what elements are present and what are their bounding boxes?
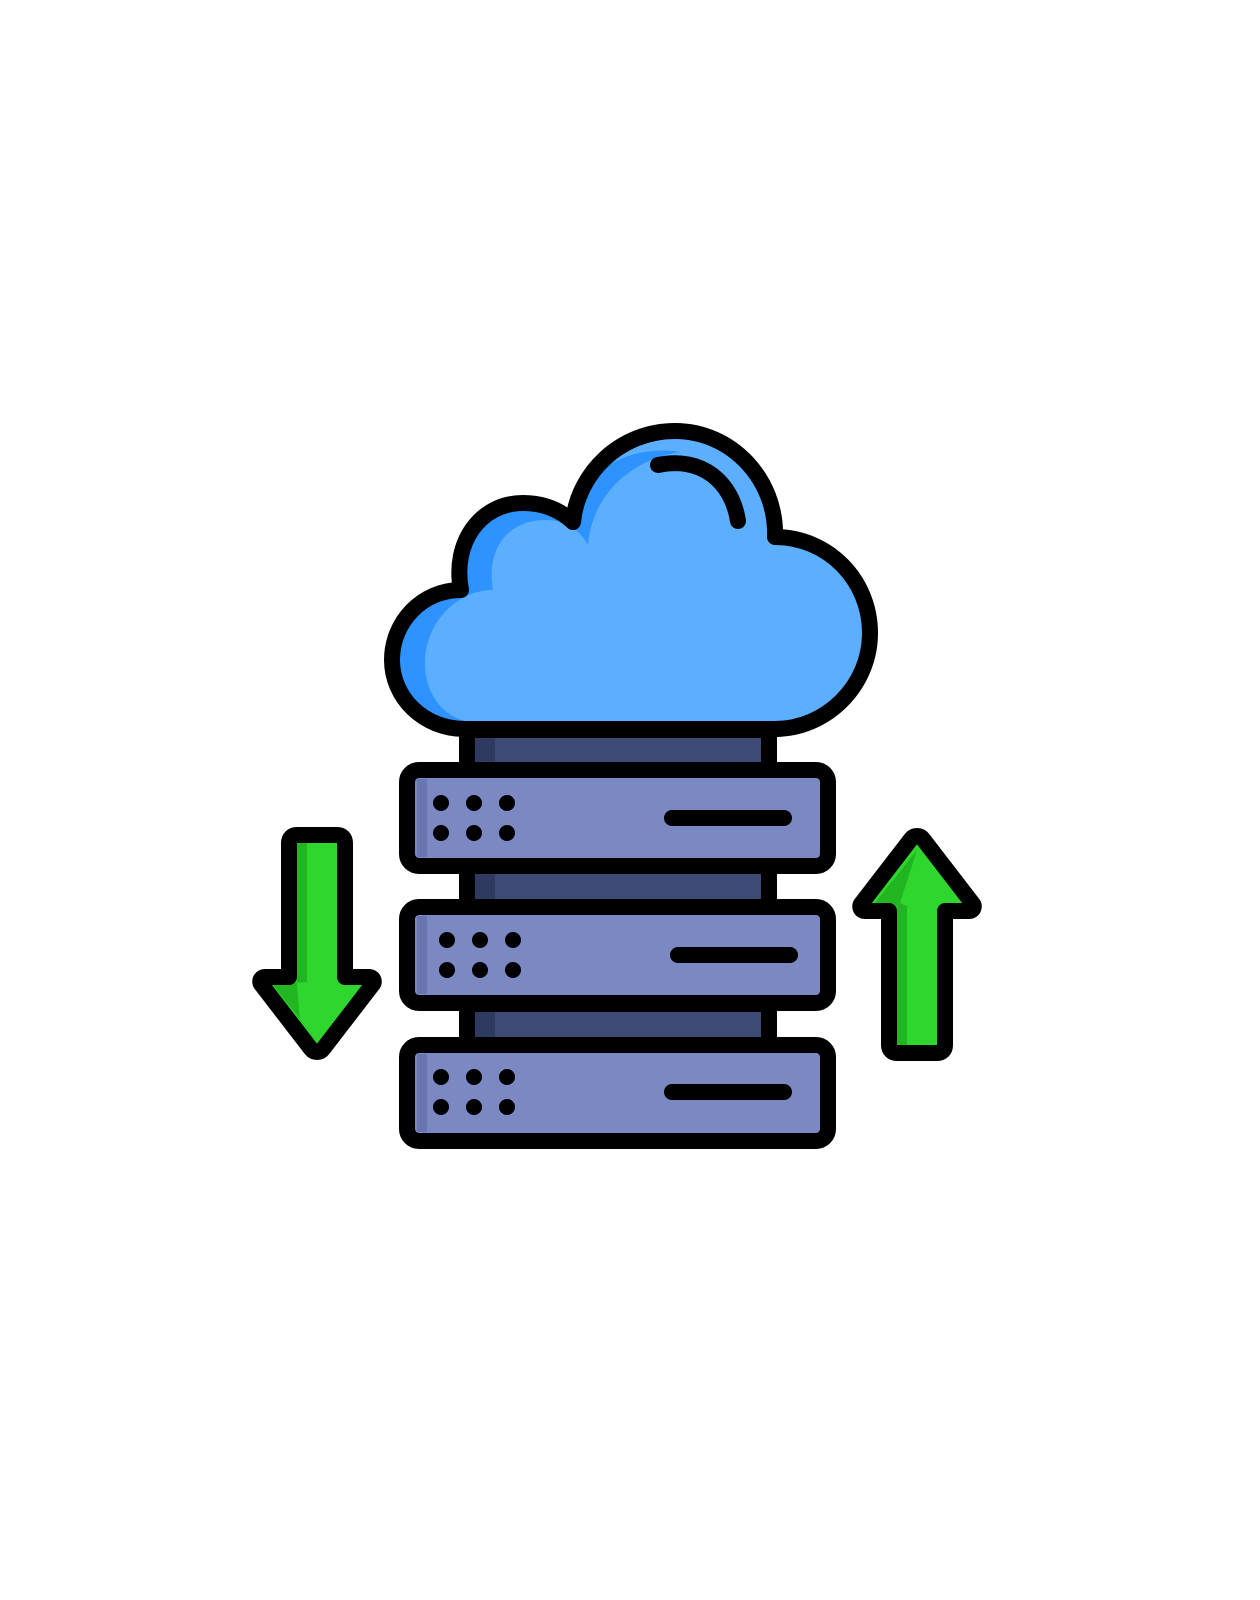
cloud-highlight-arc bbox=[650, 455, 746, 529]
arrow-down-outline bbox=[252, 827, 382, 1060]
server-unit-1-led-dots bbox=[433, 795, 515, 841]
server-unit-2-shade bbox=[417, 916, 427, 994]
server-unit-1-shade bbox=[417, 779, 427, 857]
server-unit-3-shade bbox=[417, 1054, 427, 1132]
connector-top-shade bbox=[475, 738, 495, 762]
server-unit-3 bbox=[399, 1037, 836, 1149]
server-unit-1 bbox=[399, 762, 836, 874]
connector-bottom-shade bbox=[475, 1012, 495, 1038]
arrow-down-shade bbox=[273, 843, 317, 1041]
server-unit-2-led-dots bbox=[439, 932, 521, 978]
cloud-outline bbox=[384, 423, 878, 737]
server-unit-1-outline bbox=[399, 762, 836, 874]
arrow-up-body bbox=[860, 836, 974, 1053]
cloud-icon bbox=[384, 423, 878, 737]
arrow-down-body bbox=[260, 835, 374, 1052]
connector-middle-shade bbox=[475, 874, 495, 900]
server-unit-2-outline bbox=[399, 899, 836, 1011]
arrow-up-icon bbox=[852, 828, 982, 1061]
server-unit-3-body bbox=[407, 1045, 828, 1141]
arrow-down-icon bbox=[252, 827, 382, 1060]
server-unit-3-outline bbox=[399, 1037, 836, 1149]
server-unit-2 bbox=[399, 899, 836, 1011]
server-unit-2-body bbox=[407, 907, 828, 1003]
server-unit-3-led-dots bbox=[433, 1069, 515, 1115]
arrow-up-shade bbox=[875, 850, 917, 1045]
arrow-up-outline bbox=[852, 828, 982, 1061]
server-unit-1-body bbox=[407, 770, 828, 866]
